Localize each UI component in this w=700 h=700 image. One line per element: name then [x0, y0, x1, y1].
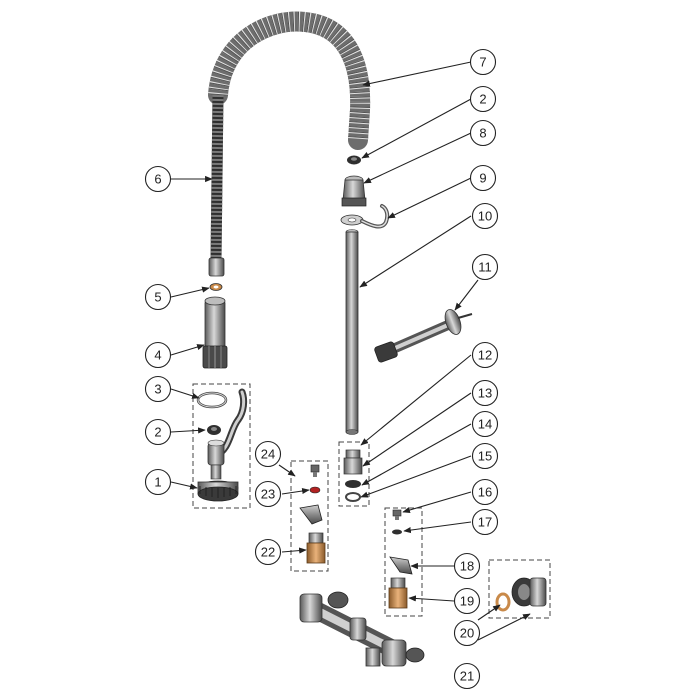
callout-2: 2	[469, 85, 497, 113]
riser-bottom-fitting	[343, 449, 363, 502]
callout-label: 7	[479, 55, 486, 70]
callout-label: 20	[460, 626, 474, 641]
o-ring	[196, 391, 228, 409]
callout-label: 22	[261, 545, 275, 560]
callout-label: 6	[154, 172, 161, 187]
callout-label: 11	[478, 260, 492, 275]
callout-18: 18	[453, 552, 481, 580]
callout-label: 5	[154, 290, 161, 305]
callout-14: 14	[471, 410, 499, 438]
callout-3: 3	[144, 375, 172, 403]
callout-8: 8	[469, 119, 497, 147]
callout-label: 10	[478, 209, 492, 224]
bracket-hook	[340, 204, 390, 229]
small-washer-right	[347, 155, 361, 165]
callout-15: 15	[471, 442, 499, 470]
spring-coil	[208, 11, 371, 150]
callout-label: 19	[460, 594, 474, 609]
flange-group-box	[488, 559, 551, 619]
top-nut	[341, 175, 367, 207]
callout-22: 22	[254, 538, 282, 566]
callout-10: 10	[471, 202, 499, 230]
hose-washer	[209, 283, 223, 291]
callout-label: 18	[460, 559, 474, 574]
callout-label: 23	[261, 487, 275, 502]
callout-label: 9	[479, 171, 486, 186]
callout-label: 15	[478, 449, 492, 464]
hose	[208, 94, 225, 277]
left-cartridge-group-box	[290, 460, 329, 572]
wall-bracket	[374, 309, 473, 363]
callout-label: 4	[154, 348, 161, 363]
callout-label: 12	[478, 348, 492, 363]
spray-valve	[197, 388, 248, 502]
small-washer-left	[207, 425, 221, 435]
callout-9: 9	[469, 164, 497, 192]
right-cartridge-parts	[388, 509, 413, 609]
riser-tube	[345, 229, 359, 435]
callout-11: 11	[471, 253, 499, 281]
callout-label: 24	[261, 447, 275, 462]
leader-lines	[170, 61, 531, 641]
callout-23: 23	[254, 480, 282, 508]
callout-label: 14	[478, 417, 492, 432]
callout-label: 16	[478, 485, 492, 500]
callout-21: 21	[453, 662, 481, 690]
callout-7: 7	[469, 48, 497, 76]
spray-valve-group-box	[192, 383, 251, 509]
callout-17: 17	[471, 508, 499, 536]
callout-12: 12	[471, 341, 499, 369]
callout-label: 8	[479, 126, 486, 141]
callout-4: 4	[144, 341, 172, 369]
left-cartridge-parts	[299, 464, 326, 564]
callout-label: 2	[154, 425, 161, 440]
hose-adapter	[202, 296, 228, 369]
riser-fitting-group-box	[338, 441, 370, 507]
callout-label: 2	[479, 92, 486, 107]
callout-2: 2	[144, 418, 172, 446]
callout-20: 20	[453, 619, 481, 647]
callout-19: 19	[453, 587, 481, 615]
callout-16: 16	[471, 478, 499, 506]
callout-24: 24	[254, 440, 282, 468]
callout-1: 1	[144, 468, 172, 496]
flange-assembly	[495, 577, 547, 612]
callout-13: 13	[471, 379, 499, 407]
callout-label: 3	[154, 382, 161, 397]
callout-label: 21	[460, 669, 474, 684]
callout-label: 17	[478, 515, 492, 530]
callout-5: 5	[144, 283, 172, 311]
faucet-body	[299, 591, 425, 667]
callout-6: 6	[144, 165, 172, 193]
callout-label: 1	[154, 475, 161, 490]
callout-label: 13	[478, 386, 492, 401]
